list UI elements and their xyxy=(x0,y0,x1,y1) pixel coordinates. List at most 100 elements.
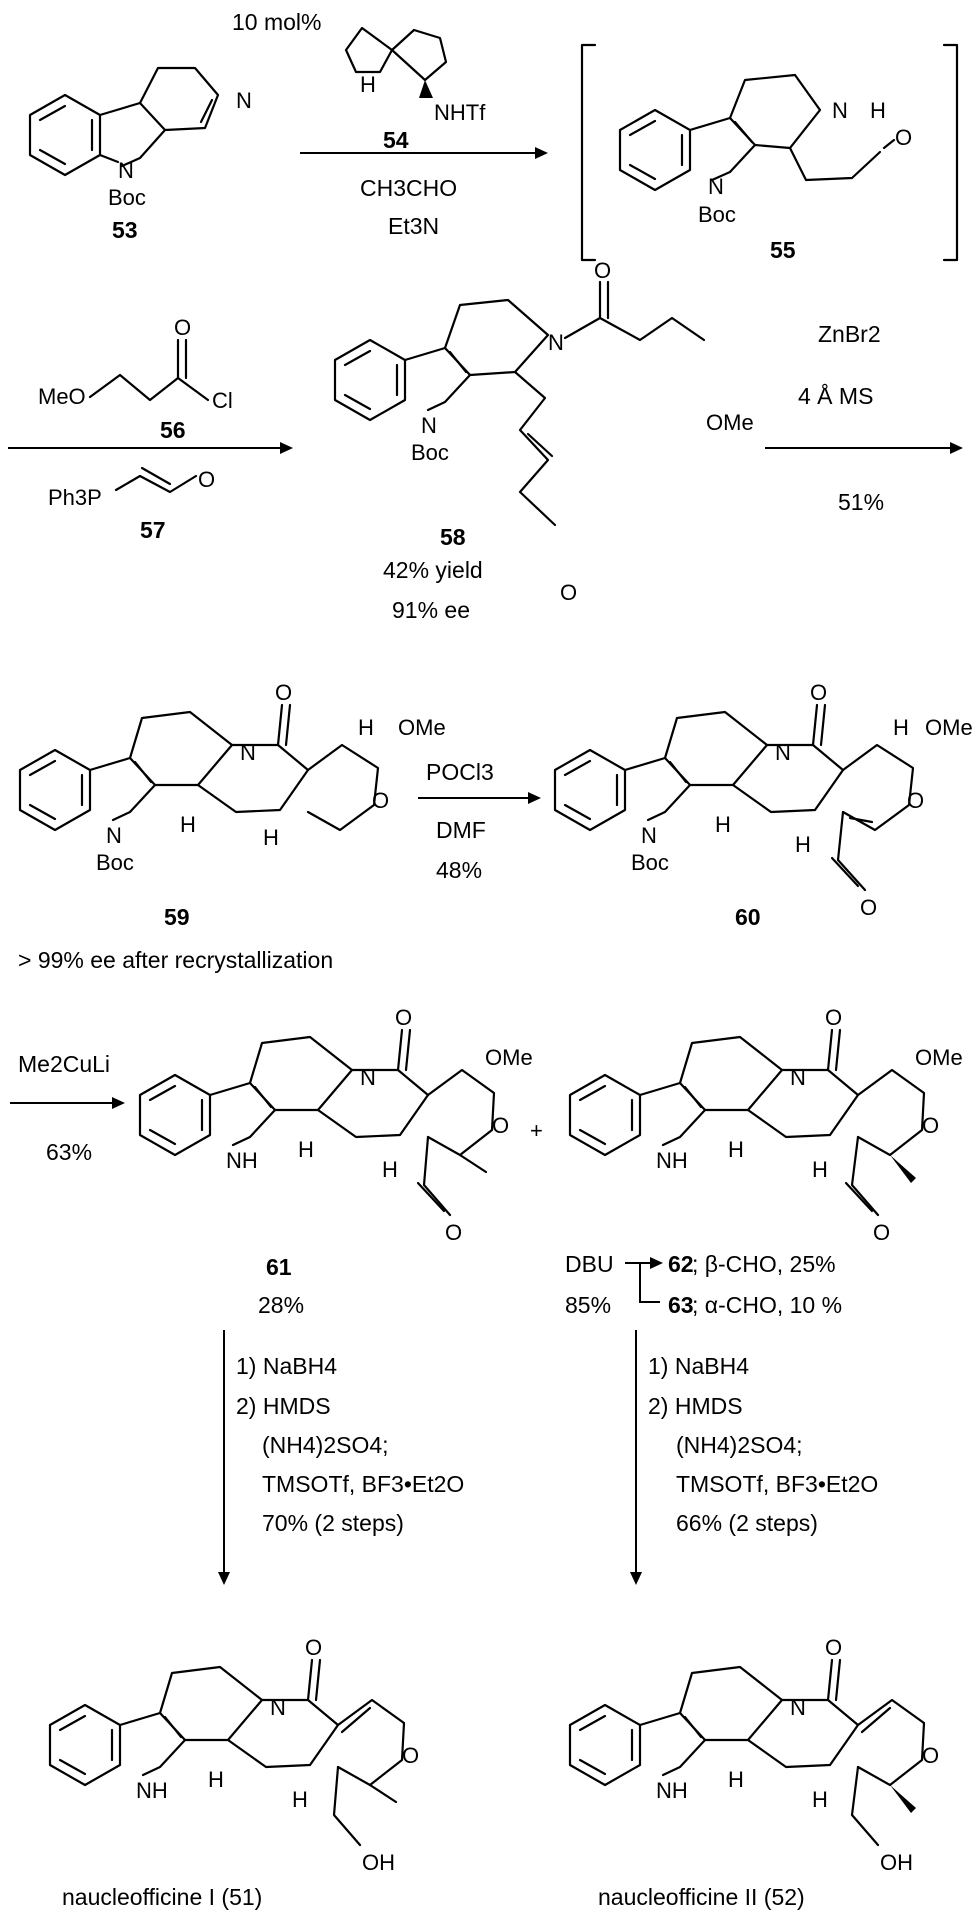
atom-H: H xyxy=(208,1767,224,1792)
compound-name-52: naucleofficine II (52) xyxy=(598,1884,805,1910)
methoxy-label: OMe xyxy=(485,1045,533,1070)
atom-O: O xyxy=(402,1743,419,1768)
atom-H: H xyxy=(893,715,909,740)
compound-number-57: 57 xyxy=(140,517,166,543)
compound-number-61: 61 xyxy=(266,1254,292,1280)
atom-N: N xyxy=(240,740,256,765)
boc-label: Boc xyxy=(96,850,134,875)
reaction-arrow-5: Me2CuLi 63% xyxy=(10,1051,125,1165)
compound-59: N O H OMe O H H N Boc 59 > 99% ee after … xyxy=(18,680,446,973)
atom-H: H xyxy=(812,1157,828,1182)
hydroxyl-label: OH xyxy=(362,1850,395,1875)
yield-step-3: 51% xyxy=(838,489,884,515)
atom-H: H xyxy=(812,1787,828,1812)
amine-label: NH xyxy=(656,1778,688,1803)
compound-number-53: 53 xyxy=(112,217,138,243)
reagent-zinc-bromide: ZnBr2 xyxy=(818,321,881,347)
compound-53: N Boc N 53 xyxy=(28,66,252,243)
atom-O: O xyxy=(825,1635,842,1660)
condition-line: 66% (2 steps) xyxy=(676,1510,818,1536)
boc-label: Boc xyxy=(108,185,146,210)
atom-H: H xyxy=(728,1767,744,1792)
plus-sign: + xyxy=(530,1118,543,1143)
methoxy-label: OMe xyxy=(925,715,973,740)
base-dbu: DBU xyxy=(565,1251,614,1277)
condition-line: 1) NaBH4 xyxy=(648,1353,749,1379)
atom-N: N xyxy=(118,158,134,183)
methoxy-label: OMe xyxy=(398,715,446,740)
reagent-dimethylcuprate: Me2CuLi xyxy=(18,1051,110,1077)
atom-N: N xyxy=(106,823,122,848)
compound-52: N O O H H NH OH naucleofficine II (52) xyxy=(568,1635,939,1910)
reaction-arrow-right: 1) NaBH4 2) HMDS (NH4)2SO4; TMSOTf, BF3•… xyxy=(630,1330,878,1585)
atom-O: O xyxy=(445,1220,462,1245)
atom-O: O xyxy=(922,1113,939,1138)
condition-line: 1) NaBH4 xyxy=(236,1353,337,1379)
amine-label: NH xyxy=(226,1148,258,1173)
atom-O: O xyxy=(825,1005,842,1030)
atom-H: H xyxy=(298,1137,314,1162)
yield-step-6: 85% xyxy=(565,1292,611,1318)
condition-line: (NH4)2SO4; xyxy=(262,1432,389,1458)
condition-line: 2) HMDS xyxy=(236,1393,331,1419)
yield-step-5: 63% xyxy=(46,1139,92,1165)
atom-O: O xyxy=(275,680,292,705)
atom-N: N xyxy=(360,1065,376,1090)
compound-61: N O OMe O + H H NH O 61 28% xyxy=(138,1005,543,1318)
phosphorane-label: Ph3P xyxy=(48,485,102,510)
reaction-arrow-4: POCl3 DMF 48% xyxy=(418,759,541,883)
atom-O: O xyxy=(810,680,827,705)
reagent-dmf: DMF xyxy=(436,817,486,843)
condition-line: 70% (2 steps) xyxy=(262,1510,404,1536)
atom-N: N xyxy=(236,88,252,113)
atom-O: O xyxy=(594,258,611,283)
atom-O: O xyxy=(895,125,912,150)
boc-label: Boc xyxy=(411,440,449,465)
condition-line: (NH4)2SO4; xyxy=(676,1432,803,1458)
compound-number-58: 58 xyxy=(440,524,466,550)
compound-62-63: N O OMe O H H NH O DBU 85% 62 ; β-CHO, 2… xyxy=(565,1005,963,1318)
compound-number-54: 54 xyxy=(383,127,409,153)
atom-O: O xyxy=(198,467,215,492)
compound-55: N Boc N H O 55 xyxy=(580,43,959,263)
methoxy-label: OMe xyxy=(915,1045,963,1070)
reaction-arrow-3: ZnBr2 4 Å MS 51% xyxy=(765,321,963,515)
atom-N: N xyxy=(832,98,848,123)
atom-O: O xyxy=(907,788,924,813)
condition-line: TMSOTf, BF3•Et2O xyxy=(262,1471,464,1497)
compound-58: N O OMe N Boc O 58 42% yield 91% ee xyxy=(333,258,754,623)
atom-N: N xyxy=(548,330,564,355)
beta-aldehyde-note: ; β-CHO, 25% xyxy=(692,1251,836,1277)
ee-58: 91% ee xyxy=(392,597,470,623)
atom-H: H xyxy=(263,825,279,850)
methoxy-label: OMe xyxy=(706,410,754,435)
amine-label: NH xyxy=(136,1778,168,1803)
additive-sieves: 4 Å MS xyxy=(798,382,873,409)
yield-61: 28% xyxy=(258,1292,304,1318)
atom-N: N xyxy=(708,174,724,199)
reagent-triethylamine: Et3N xyxy=(388,213,439,239)
compound-60: N O H OMe O H H N Boc O 60 xyxy=(553,680,973,930)
atom-H: H xyxy=(292,1787,308,1812)
compound-51: N O O H H NH OH naucleofficine I (51) xyxy=(48,1635,419,1910)
atom-N: N xyxy=(790,1695,806,1720)
atom-N: N xyxy=(421,413,437,438)
hydroxyl-label: OH xyxy=(880,1850,913,1875)
atom-H: H xyxy=(360,72,376,97)
atom-O: O xyxy=(492,1113,509,1138)
atom-O: O xyxy=(305,1635,322,1660)
atom-H: H xyxy=(795,832,811,857)
yield-step-4: 48% xyxy=(436,857,482,883)
boc-label: Boc xyxy=(631,850,669,875)
nhtf-label: NHTf xyxy=(434,100,486,125)
reaction-arrow-1: CH3CHO Et3N xyxy=(300,147,548,239)
atom-N: N xyxy=(775,740,791,765)
atom-O: O xyxy=(922,1743,939,1768)
catalyst-loading: 10 mol% xyxy=(232,9,321,35)
condition-line: TMSOTf, BF3•Et2O xyxy=(676,1471,878,1497)
methoxy-label: MeO xyxy=(38,384,86,409)
atom-N: N xyxy=(790,1065,806,1090)
boc-label: Boc xyxy=(698,202,736,227)
compound-number-60: 60 xyxy=(735,904,761,930)
reagent-phosphoryl-chloride: POCl3 xyxy=(426,759,494,785)
